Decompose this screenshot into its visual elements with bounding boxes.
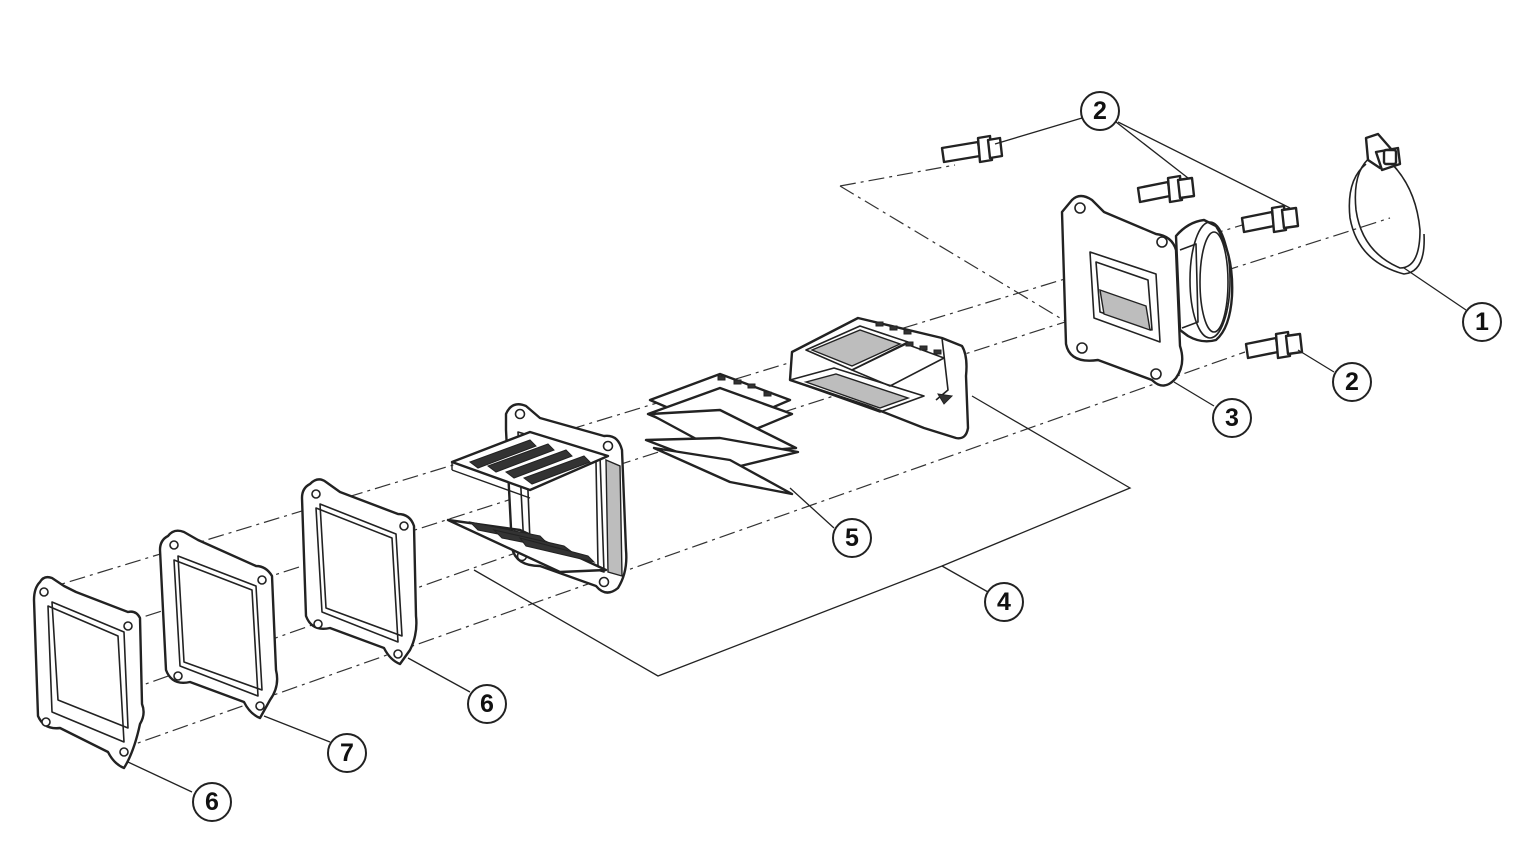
gasket-middle bbox=[300, 478, 418, 666]
callout-2-top-label: 2 bbox=[1093, 97, 1107, 125]
callout-4-label: 4 bbox=[997, 588, 1011, 616]
bolt-4 bbox=[1244, 330, 1304, 360]
callout-2-right: 2 bbox=[1332, 362, 1372, 402]
callout-6-middle-label: 6 bbox=[480, 690, 494, 718]
bolt-1 bbox=[940, 134, 1004, 164]
hose-clamp bbox=[1348, 132, 1425, 275]
callout-3: 3 bbox=[1212, 398, 1252, 438]
callout-6-front: 6 bbox=[192, 782, 232, 822]
callout-2-top: 2 bbox=[1080, 91, 1120, 131]
callout-5-label: 5 bbox=[845, 524, 859, 552]
callout-1: 1 bbox=[1462, 302, 1502, 342]
spacer-plate bbox=[158, 529, 279, 720]
callout-2-right-label: 2 bbox=[1345, 368, 1359, 396]
callout-7: 7 bbox=[327, 733, 367, 773]
callout-5: 5 bbox=[832, 518, 872, 558]
callout-6-front-label: 6 bbox=[205, 788, 219, 816]
callout-4: 4 bbox=[984, 582, 1024, 622]
callout-1-label: 1 bbox=[1475, 308, 1489, 336]
callout-3-label: 3 bbox=[1225, 404, 1239, 432]
gasket-front bbox=[32, 575, 145, 770]
bolt-2 bbox=[1136, 174, 1196, 204]
leader-lines bbox=[127, 117, 1467, 793]
reed-block-rear bbox=[788, 316, 970, 440]
bolt-3 bbox=[1240, 204, 1300, 234]
reed-cage-front bbox=[446, 403, 628, 594]
callout-6-middle: 6 bbox=[467, 684, 507, 724]
reed-petals bbox=[644, 372, 800, 496]
intake-manifold bbox=[1060, 194, 1234, 387]
callout-7-label: 7 bbox=[340, 739, 354, 767]
